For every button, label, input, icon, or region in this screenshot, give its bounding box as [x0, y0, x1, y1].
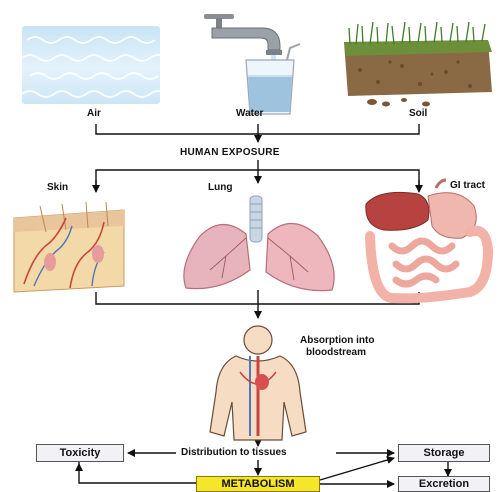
storage-box: Storage [398, 444, 490, 462]
excretion-box: Excretion [398, 476, 490, 492]
gi-tract-label: GI tract [450, 180, 485, 191]
absorption-label: Absorption into bloodstream [300, 335, 374, 359]
storage-label: Storage [424, 447, 465, 459]
toxicity-box: Toxicity [36, 444, 124, 462]
soil-label: Soil [409, 108, 427, 119]
metabolism-box: METABOLISM [196, 476, 320, 492]
absorption-line-1: Absorption into [300, 335, 374, 347]
absorption-line-2: bloodstream [300, 347, 374, 359]
water-label: Water [236, 108, 263, 119]
metabolism-label: METABOLISM [221, 478, 294, 490]
excretion-label: Excretion [419, 478, 469, 490]
toxicity-label: Toxicity [60, 447, 101, 459]
air-label: Air [87, 108, 101, 119]
human-exposure-label: HUMAN EXPOSURE [180, 147, 280, 158]
skin-label: Skin [47, 182, 68, 193]
distribution-label: Distribution to tissues [181, 447, 287, 458]
lung-label: Lung [208, 182, 232, 193]
